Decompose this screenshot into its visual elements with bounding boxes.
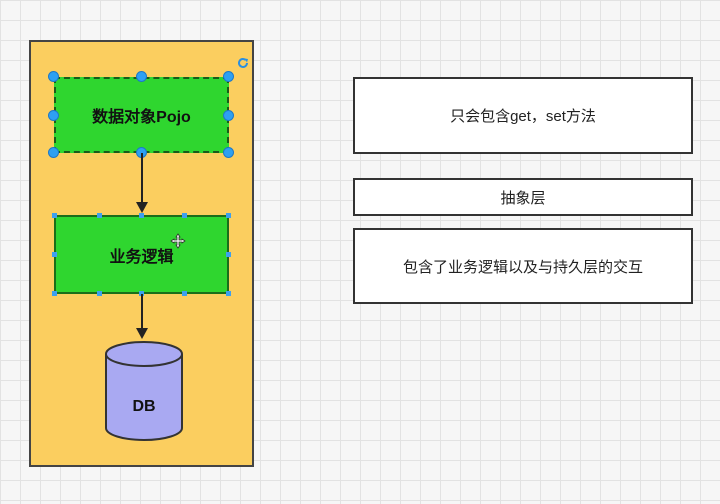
- connection-point[interactable]: [182, 213, 187, 218]
- note-abstraction[interactable]: 抽象层: [353, 178, 693, 216]
- connection-point[interactable]: [52, 291, 57, 296]
- arrow-head: [136, 202, 148, 213]
- resize-handle[interactable]: [223, 147, 234, 158]
- connection-point[interactable]: [226, 252, 231, 257]
- resize-handle[interactable]: [223, 110, 234, 121]
- resize-handle[interactable]: [48, 110, 59, 121]
- move-cursor-icon: [170, 233, 186, 249]
- connection-point[interactable]: [226, 213, 231, 218]
- pojo-box[interactable]: 数据对象Pojo: [54, 77, 229, 153]
- connection-point[interactable]: [97, 291, 102, 296]
- connection-point[interactable]: [52, 252, 57, 257]
- connector-arrow[interactable]: [141, 294, 143, 329]
- connection-point[interactable]: [139, 291, 144, 296]
- connector-arrow[interactable]: [141, 153, 143, 203]
- connection-point[interactable]: [226, 291, 231, 296]
- business-logic-box[interactable]: 业务逻辑: [54, 215, 229, 294]
- pojo-box-label: 数据对象Pojo: [92, 109, 191, 126]
- connection-point[interactable]: [139, 213, 144, 218]
- connection-point[interactable]: [52, 213, 57, 218]
- resize-handle[interactable]: [48, 71, 59, 82]
- note-business-logic[interactable]: 包含了业务逻辑以及与持久层的交互: [353, 228, 693, 304]
- arrow-head: [136, 328, 148, 339]
- database-cylinder[interactable]: [104, 340, 184, 442]
- business-logic-label: 业务逻辑: [109, 248, 174, 266]
- note-business-logic-text: 包含了业务逻辑以及与持久层的交互: [402, 258, 643, 276]
- note-pojo-text: 只会包含get，set方法: [450, 108, 596, 125]
- resize-handle[interactable]: [223, 71, 234, 82]
- connection-point[interactable]: [182, 291, 187, 296]
- resize-handle[interactable]: [48, 147, 59, 158]
- connection-point[interactable]: [97, 213, 102, 218]
- note-pojo[interactable]: 只会包含get，set方法: [353, 77, 693, 154]
- resize-handle[interactable]: [136, 71, 147, 82]
- rotate-icon[interactable]: [236, 56, 250, 70]
- database-label: DB: [132, 398, 156, 415]
- note-abstraction-text: 抽象层: [500, 189, 546, 207]
